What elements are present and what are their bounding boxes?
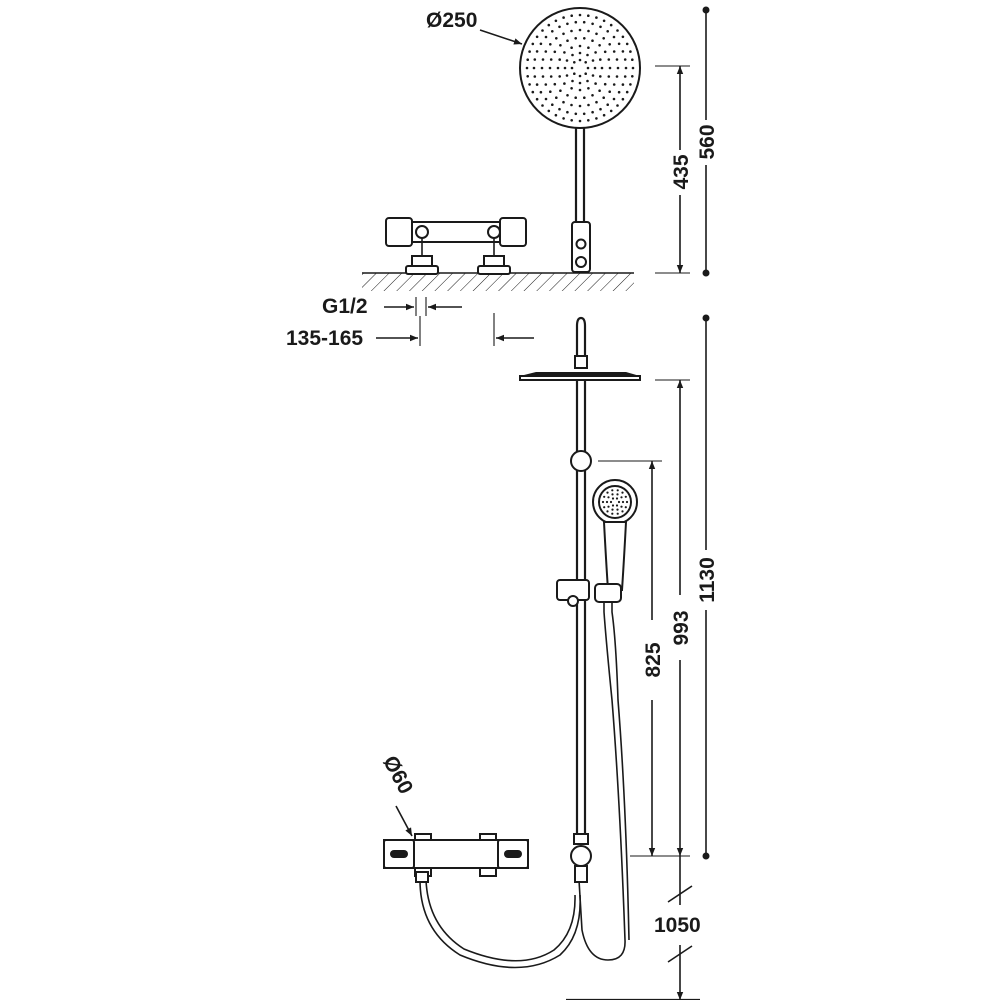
front-view: Ø60 825 993 1130 1050 (378, 314, 719, 1000)
dim-shower-head-diameter: Ø250 (426, 9, 477, 32)
dim-height-993: 993 (670, 610, 693, 645)
diverter-knob (570, 450, 592, 472)
dim-height-1130: 1130 (696, 557, 719, 603)
dim-height-1050: 1050 (654, 914, 701, 937)
dim-height-825: 825 (642, 642, 665, 677)
shower-head-nozzles (525, 13, 635, 123)
mixer-top-view (385, 217, 527, 275)
column-lower-joint (570, 845, 592, 867)
wall-section-hatch (362, 273, 634, 291)
top-view: Ø250 435 560 G1/2 135-165 (286, 6, 719, 350)
shower-hose (578, 602, 626, 961)
shower-arm-gooseneck (575, 316, 587, 358)
dim-head-height-435: 435 (670, 154, 693, 189)
dim-thread-size: G1/2 (322, 295, 368, 318)
dim-overall-560: 560 (696, 124, 719, 159)
dim-inlet-spacing: 135-165 (286, 327, 363, 350)
dim-mixer-diameter: Ø60 (378, 752, 417, 798)
thermostatic-mixer (383, 833, 529, 883)
rain-shower-head-side (519, 375, 641, 381)
hand-shower (592, 479, 638, 591)
shower-head-top-view (519, 7, 641, 129)
